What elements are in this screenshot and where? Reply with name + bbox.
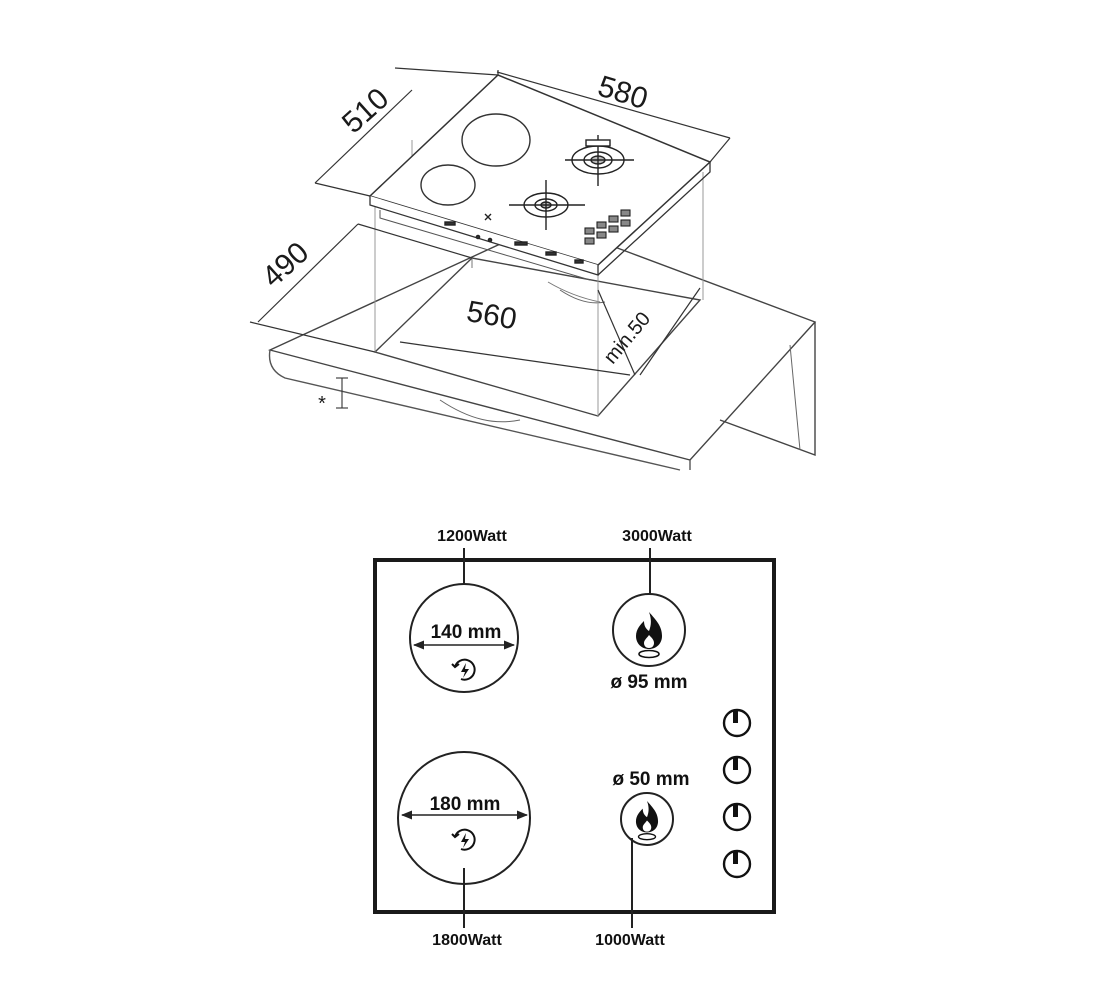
control-knob-icon <box>722 755 752 785</box>
dim-510-label: 510 <box>336 82 395 140</box>
zone-electric-large-power: 1800Watt <box>432 932 502 949</box>
note-mark: * <box>318 393 326 415</box>
zone-gas-small <box>620 792 674 928</box>
control-knob-icon <box>722 802 752 832</box>
installation-drawing <box>249 67 817 471</box>
zone-electric-large <box>397 751 531 928</box>
electric-heat-icon <box>451 828 476 851</box>
dim-490-label: 490 <box>256 236 315 294</box>
gas-burner-large-sketch <box>565 135 634 186</box>
dim-min50-label: min.50 <box>600 308 655 368</box>
gas-flame-icon <box>635 801 659 841</box>
sketch-controls <box>584 209 631 245</box>
zone-gas-large-size: ø 95 mm <box>610 672 687 693</box>
zone-gas-large <box>612 548 686 667</box>
control-knob-icon <box>722 849 752 879</box>
zone-gas-small-size: ø 50 mm <box>612 769 689 790</box>
zone-electric-small <box>409 548 519 693</box>
zone-electric-small-power: 1200Watt <box>437 528 507 545</box>
zone-gas-small-power: 1000Watt <box>595 932 665 949</box>
cooktop-plan: 1200Watt 140 mm 3000Watt ø 95 mm 1800Wat… <box>373 528 776 949</box>
control-knobs <box>722 708 752 879</box>
electric-zone-small-sketch <box>420 164 476 206</box>
dim-580-label: 580 <box>594 70 652 116</box>
zone-electric-small-size: 140 mm <box>431 622 502 643</box>
dim-510 <box>314 67 499 197</box>
worktop <box>267 221 817 471</box>
front-edge-details <box>444 213 584 264</box>
dim-min50 <box>597 287 701 376</box>
zone-electric-large-size: 180 mm <box>430 794 501 815</box>
gas-flame-icon <box>636 612 662 659</box>
hob-plate <box>368 74 712 281</box>
electric-zone-large-sketch <box>461 113 531 167</box>
dim-490 <box>249 223 473 353</box>
zone-labels: 1200Watt 140 mm 3000Watt ø 95 mm 1800Wat… <box>430 528 693 949</box>
electric-heat-icon <box>451 658 476 681</box>
dim-580 <box>496 70 731 163</box>
gas-burner-small-sketch <box>509 180 585 230</box>
thickness-marker <box>336 377 348 409</box>
dim-560 <box>399 341 631 376</box>
dim-560-label: 560 <box>464 295 519 336</box>
zone-gas-large-power: 3000Watt <box>622 528 692 545</box>
control-knob-icon <box>722 708 752 738</box>
